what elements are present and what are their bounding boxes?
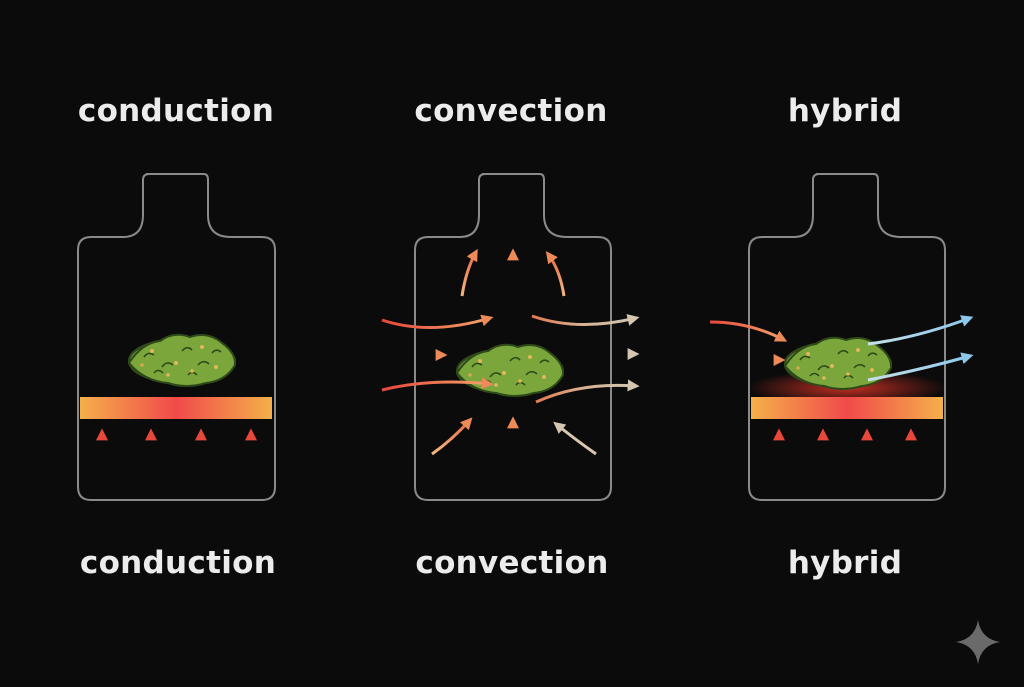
bottom-arrow-left — [431, 417, 473, 456]
outflow-arrow-3 — [535, 379, 640, 404]
panel-title-conduction: conduction — [77, 93, 275, 129]
panel-title-hybrid: hybrid — [787, 93, 903, 129]
panel-hybrid — [709, 173, 974, 501]
heat-up-arrows — [773, 428, 917, 475]
outflow-arrow-1 — [531, 314, 640, 327]
outflow-arrow-2 — [867, 352, 974, 382]
vapor-outflow-arrows — [867, 315, 974, 382]
vessel-outline — [77, 173, 276, 501]
herb-bud-icon — [455, 343, 565, 398]
inflow-arrow-3 — [381, 377, 494, 392]
bottom-arrow-right — [553, 421, 597, 456]
rise-arrow-right — [545, 251, 566, 297]
rise-arrow-left — [460, 248, 478, 297]
herb-bud-icon — [127, 333, 237, 388]
panel-conduction — [77, 173, 276, 501]
bottom-inflow-arrows — [431, 416, 597, 466]
heating-plate — [751, 397, 943, 419]
outflow-arrow-1 — [867, 315, 974, 346]
panel-caption-conduction: conduction — [79, 545, 277, 581]
heat-up-arrows — [96, 428, 257, 475]
panel-title-convection: convection — [414, 93, 608, 129]
vapor-outflow-arrows — [531, 314, 640, 404]
heating-plate — [80, 397, 272, 419]
vessel-outline — [748, 173, 946, 501]
inflow-arrow-1 — [709, 320, 788, 342]
hot-air-inflow-arrows — [381, 314, 494, 392]
sparkle-icon — [956, 620, 1000, 664]
panel-convection — [381, 173, 640, 501]
vessel-outline — [414, 173, 612, 501]
panel-caption-convection: convection — [415, 545, 609, 581]
hot-air-inflow-arrows — [709, 320, 788, 366]
panel-caption-hybrid: hybrid — [787, 545, 903, 581]
inflow-arrow-1 — [381, 314, 494, 330]
rising-vapor-arrows — [460, 248, 566, 297]
